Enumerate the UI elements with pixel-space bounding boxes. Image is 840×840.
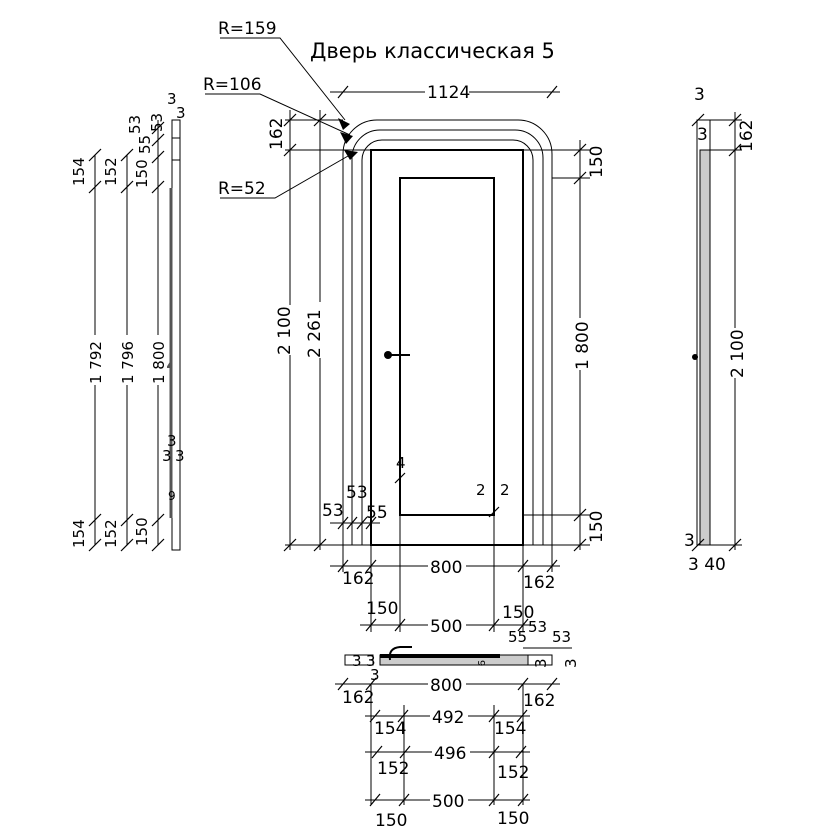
dim-label: 150 (497, 809, 529, 829)
dim-label: 3 (697, 125, 708, 145)
dim-label: 3 (370, 666, 380, 684)
dim-label: 1 800 (573, 321, 593, 370)
dim-label: 150 (502, 603, 534, 623)
dim-label: 9 (168, 489, 176, 503)
section-dimensions: 162 800 162 154 492 154 152 496 152 150 … (335, 675, 560, 831)
dim-label: 1 796 (119, 341, 137, 384)
dim-label: 3 (694, 85, 705, 105)
left-side-view: 154 1 792 154 152 1 796 152 150 1 800 15… (70, 90, 186, 552)
dim-label: 150 (366, 599, 398, 619)
dim-label: 53 (552, 628, 571, 646)
dim-label: 53 (346, 483, 368, 503)
dim-label: 152 (377, 759, 409, 779)
dim-label: 496 (434, 744, 466, 764)
dim-label: 150 (375, 811, 407, 831)
dim-label: 3 (532, 658, 550, 668)
dim-label: 2 (500, 481, 510, 499)
door-panel (399, 177, 495, 516)
dim-label: 3 (167, 90, 177, 108)
dim-label: 162 (737, 120, 757, 152)
dim-label: 162 (523, 573, 555, 593)
dim-label: 3 40 (688, 555, 726, 575)
dim-label: 3 (366, 652, 376, 670)
right-side-view: 3 3 162 2 100 3 3 40 (684, 85, 757, 575)
dim-label: 500 (432, 792, 464, 812)
dim-label: 3 (175, 447, 185, 465)
dim-label: 1 792 (87, 341, 105, 384)
dim-label: 9 (475, 660, 486, 666)
dim-label: 3 (684, 531, 695, 551)
dim-label: 3 (176, 104, 186, 122)
dim-label: 152 (497, 763, 529, 783)
dim-label: 3 (352, 652, 362, 670)
dim-label: 1124 (427, 83, 470, 103)
dim-label: 55 (136, 135, 154, 154)
drawing-title: Дверь классическая 5 (310, 39, 555, 63)
dim-label: 55 (508, 628, 527, 646)
dim-label: 800 (430, 558, 462, 578)
door-handle-icon (384, 351, 410, 359)
dim-label: 500 (430, 617, 462, 637)
dim-label: 154 (70, 157, 88, 186)
front-dimensions: 1124 162 2 100 2 261 150 1 800 150 53 53… (267, 82, 607, 637)
dim-label: 150 (133, 159, 151, 188)
dim-label: 150 (587, 511, 607, 543)
dim-label: 53 (528, 618, 547, 636)
dim-label: 162 (267, 118, 287, 150)
dim-label: 162 (342, 688, 374, 708)
dim-label: 154 (70, 519, 88, 548)
dim-label: 2 100 (728, 329, 748, 378)
dim-label: 3 (562, 658, 580, 668)
dim-label: 150 (133, 517, 151, 546)
dim-label: 2 261 (305, 309, 325, 358)
dim-label: 152 (102, 157, 120, 186)
dim-label: 3 (167, 432, 177, 450)
dim-label: 3 (162, 447, 172, 465)
front-view (342, 119, 553, 546)
dim-label: 152 (102, 519, 120, 548)
dim-label: 800 (430, 676, 462, 696)
radius-label: R=106 (203, 75, 262, 95)
section-view: 3 3 3 9 55 53 53 3 3 (344, 618, 580, 684)
dim-label: 162 (523, 691, 555, 711)
dim-label: 162 (342, 569, 374, 589)
dim-label: 53 (126, 115, 144, 134)
dim-label: 4 (396, 454, 406, 472)
dim-label: 53 (322, 501, 344, 521)
dim-label: 2 (476, 481, 486, 499)
dim-label: 154 (374, 719, 406, 739)
radius-label: R=52 (218, 179, 266, 199)
dim-label: 1 800 (150, 341, 168, 384)
dim-label: 55 (366, 503, 388, 523)
dim-label: 2 100 (275, 306, 295, 355)
dim-label: 53 (148, 113, 166, 132)
dim-label: 154 (494, 719, 526, 739)
dim-label: 150 (587, 146, 607, 178)
radius-label: R=159 (218, 19, 277, 39)
dim-label: 492 (432, 708, 464, 728)
